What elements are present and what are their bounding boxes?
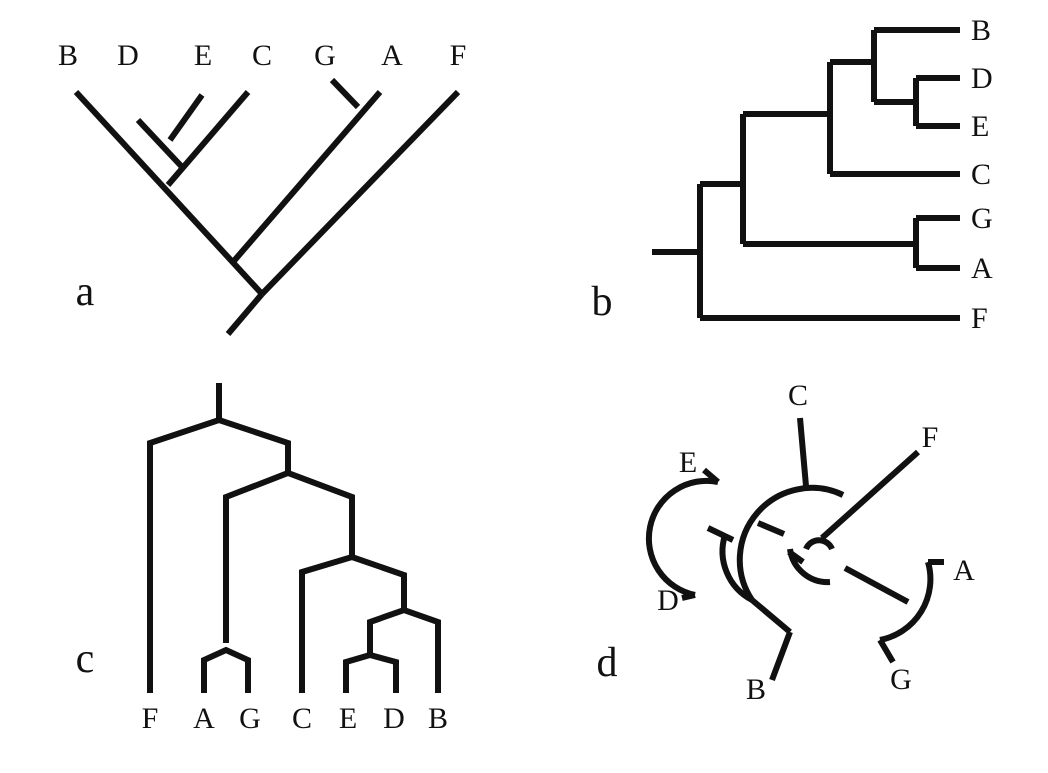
- tree-d-branch: [803, 537, 835, 551]
- tree-c-leaf-label: F: [142, 702, 159, 735]
- tree-d-leaf-label: E: [679, 446, 697, 479]
- tree-d-branch: [877, 638, 896, 664]
- panel-b-branches: [652, 27, 960, 321]
- tree-a-branch: [73, 89, 265, 297]
- panel-a-label: a: [76, 269, 95, 315]
- tree-c-branch: [367, 606, 441, 693]
- tree-d-branch: [681, 592, 696, 601]
- tree-a-leaf-label: A: [381, 39, 403, 72]
- tree-a-leaf-label: B: [58, 39, 78, 72]
- tree-d-leaf-label: A: [953, 554, 975, 587]
- panel-a-leaf-labels: B D E C G A F: [58, 39, 466, 72]
- panel-c: F A G C E D B c: [76, 383, 448, 735]
- panel-c-label: c: [76, 636, 95, 682]
- tree-c-leaf-label: D: [383, 702, 405, 735]
- tree-d-branch: [706, 525, 735, 543]
- tree-a-leaf-label: G: [314, 39, 336, 72]
- tree-a-branch: [167, 93, 205, 142]
- tree-c-branch: [343, 651, 399, 693]
- tree-d-branch: [879, 561, 934, 643]
- tree-a-leaf-label: C: [252, 39, 272, 72]
- panel-b: B D E C G A F b: [592, 14, 994, 335]
- tree-a-branch: [230, 90, 383, 264]
- tree-d-branch: [736, 484, 845, 602]
- panel-a-branches: [73, 77, 461, 336]
- panel-c-branches: [147, 383, 441, 693]
- panel-c-leaf-labels: F A G C E D B: [142, 702, 448, 735]
- tree-d-leaf-label: B: [746, 673, 766, 706]
- panel-b-label: b: [592, 279, 613, 325]
- tree-d-branch: [797, 417, 809, 487]
- tree-d-leaf-label: C: [788, 379, 808, 412]
- panel-b-leaf-labels: B D E C G A F: [971, 14, 993, 335]
- tree-c-leaf-label: A: [193, 702, 215, 735]
- tree-d-branch: [787, 549, 805, 565]
- panel-d: C F E A D G B d: [597, 379, 976, 706]
- tree-a-branch: [135, 117, 186, 171]
- tree-a-branch: [329, 77, 361, 110]
- tree-c-leaf-label: E: [339, 702, 357, 735]
- tree-d-branch: [750, 597, 792, 635]
- tree-d-leaf-label: G: [890, 663, 912, 696]
- tree-c-branch: [299, 553, 407, 693]
- tree-c-leaf-label: C: [292, 702, 312, 735]
- tree-b-leaf-label: G: [971, 202, 993, 235]
- tree-a-branch: [165, 90, 251, 187]
- tree-b-leaf-label: F: [971, 302, 988, 335]
- tree-a-branch: [225, 292, 265, 336]
- tree-d-branch: [702, 467, 720, 485]
- tree-a-leaf-label: F: [450, 39, 467, 72]
- tree-b-leaf-label: E: [971, 110, 989, 143]
- tree-d-leaf-label: F: [922, 421, 939, 454]
- tree-d-branch: [843, 565, 910, 605]
- tree-d-branch: [769, 630, 793, 682]
- panel-d-leaf-labels: C F E A D G B: [657, 379, 975, 706]
- tree-d-branch: [645, 477, 719, 598]
- tree-b-leaf-label: D: [971, 62, 993, 95]
- tree-a-leaf-label: D: [117, 39, 139, 72]
- tree-d-branch: [756, 520, 786, 537]
- tree-a-leaf-label: E: [194, 39, 212, 72]
- tree-b-leaf-label: A: [971, 252, 993, 285]
- tree-c-branch: [147, 416, 291, 693]
- tree-b-leaf-label: B: [971, 14, 991, 47]
- tree-b-leaf-label: C: [971, 158, 991, 191]
- tree-c-leaf-label: G: [239, 702, 261, 735]
- panel-a: B D E C G A F a: [58, 39, 466, 336]
- tree-c-leaf-label: B: [428, 702, 448, 735]
- panel-d-label: d: [597, 640, 618, 686]
- tree-a-branch: [259, 89, 461, 297]
- panel-d-branches: [645, 417, 944, 682]
- tree-d-branch: [819, 449, 921, 541]
- tree-c-branch: [223, 469, 355, 643]
- tree-d-branch: [719, 534, 754, 603]
- tree-d-leaf-label: D: [657, 584, 679, 617]
- tree-c-branch: [201, 646, 251, 693]
